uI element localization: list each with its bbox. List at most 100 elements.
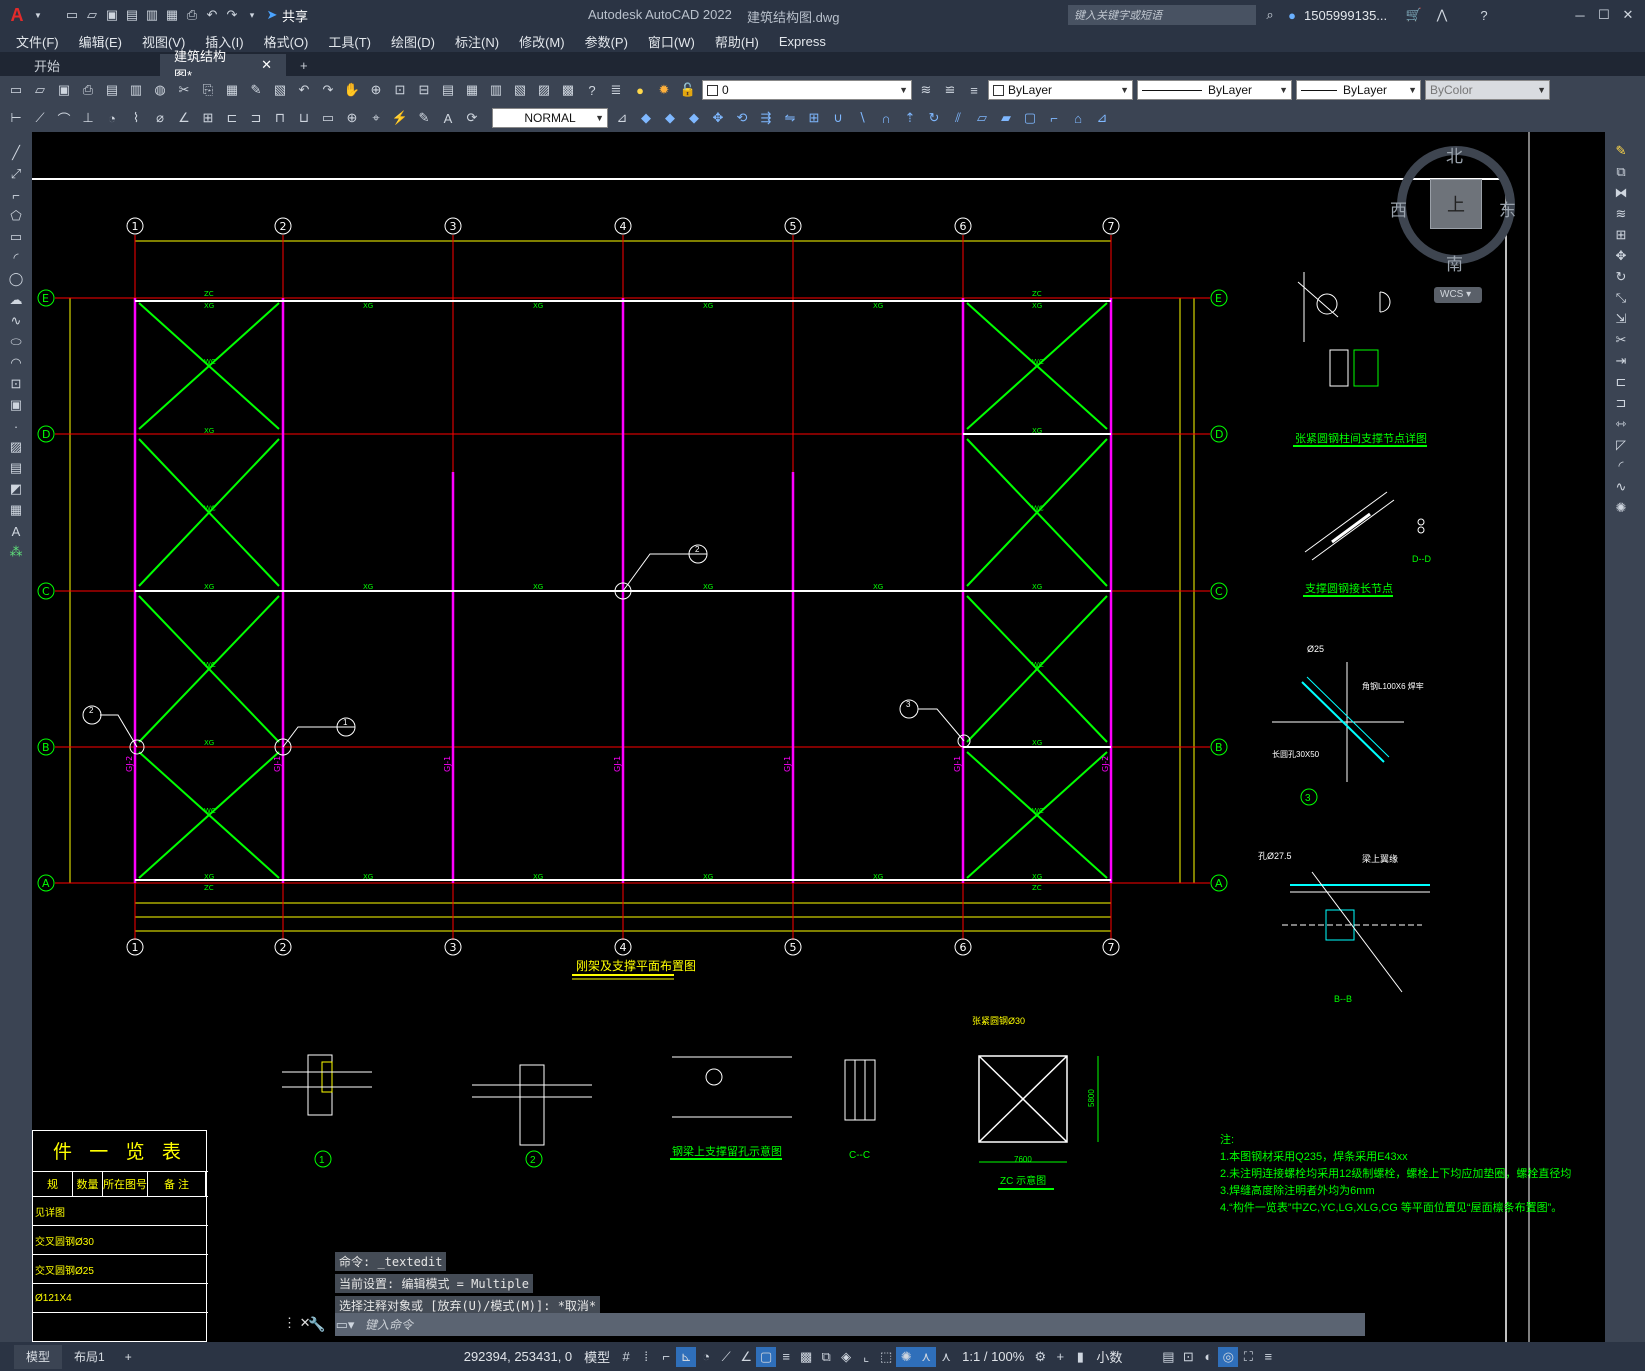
menu-item-6[interactable]: 绘图(D) [390, 34, 436, 50]
table-icon[interactable]: ▦ [9, 502, 23, 517]
fillet-icon[interactable]: ◜ [1618, 458, 1624, 473]
user-icon[interactable]: ● [1288, 7, 1296, 23]
units-icon[interactable]: ▮ [1076, 1348, 1084, 1364]
dimstyle-dropdown[interactable]: NORMAL▼ [492, 108, 608, 128]
annotation-visibility-icon[interactable]: ⋏ [916, 1346, 937, 1367]
save-web-icon[interactable]: ▦ [165, 7, 179, 22]
save2-icon[interactable]: ▣ [57, 82, 71, 97]
paste-icon[interactable]: ▦ [225, 82, 239, 97]
join-icon[interactable]: ⇿ [1615, 416, 1627, 431]
quick-properties-icon[interactable]: ▤ [1162, 1348, 1175, 1364]
share-label[interactable]: 共享 [282, 8, 309, 24]
quick-dim-icon[interactable]: ⊞ [202, 110, 214, 125]
customize-qat-icon[interactable]: ▾ [249, 9, 255, 20]
viewcube-south[interactable]: 南 [1446, 255, 1463, 274]
lock-ui-icon[interactable]: ⊡ [1182, 1348, 1194, 1364]
new-tab-button[interactable]: + [286, 54, 322, 76]
spline-icon[interactable]: ∿ [10, 313, 22, 328]
zoom-previous-icon[interactable]: ⊟ [418, 82, 430, 97]
linetype-dropdown[interactable]: ByLayer▼ [1137, 80, 1292, 100]
ellipse-icon[interactable]: ⬭ [10, 334, 22, 349]
menu-item-1[interactable]: 编辑(E) [78, 34, 122, 50]
viewcube-east[interactable]: 东 [1499, 201, 1516, 220]
a360-icon[interactable]: ⋀ [1436, 7, 1448, 22]
block-editor-icon[interactable]: ▧ [273, 82, 287, 97]
plotstyle-dropdown[interactable]: ByColor▼ [1425, 80, 1550, 100]
markup-icon[interactable]: ▨ [537, 82, 551, 97]
autocad-logo[interactable]: A [10, 4, 24, 25]
tab-active-drawing[interactable]: 建筑结构图*✕ [160, 49, 286, 83]
selection-filter-icon[interactable]: ⬚ [880, 1348, 893, 1364]
ellipse-arc-icon[interactable]: ◠ [10, 355, 22, 370]
offset-icon[interactable]: ≋ [1615, 206, 1627, 221]
ortho-icon[interactable]: ⊾ [676, 1346, 697, 1367]
calc-icon[interactable]: ▩ [561, 82, 575, 97]
cut-icon[interactable]: ✂ [178, 82, 190, 97]
dim-ordinate-icon[interactable]: ⊥ [82, 110, 94, 125]
selection-cycling-icon[interactable]: ⧉ [821, 1348, 831, 1364]
menu-item-4[interactable]: 格式(O) [263, 34, 309, 50]
point-icon[interactable]: · [13, 418, 19, 434]
command-line[interactable]: ▭▾ 键入命令 [335, 1313, 1365, 1336]
lineweight-dropdown[interactable]: ByLayer▼ [1296, 80, 1421, 100]
new-file-icon[interactable]: ▭ [65, 7, 79, 22]
snap-icon[interactable]: ⁞ [644, 1349, 648, 1364]
annotation-monitor-icon[interactable]: + [1056, 1349, 1065, 1364]
menu-item-10[interactable]: 窗口(W) [647, 34, 695, 50]
break-icon[interactable]: ⊐ [1615, 395, 1627, 410]
wcs-menu[interactable]: WCS ▾ [1434, 287, 1482, 303]
layer-previous-icon[interactable]: ≌ [944, 82, 956, 97]
arc-icon[interactable]: ◜ [13, 250, 19, 265]
pan-icon[interactable]: ✋ [343, 82, 361, 97]
search-icon[interactable]: ⌕ [1266, 7, 1274, 22]
close-window-icon[interactable]: ✕ [1622, 7, 1634, 22]
make-block-icon[interactable]: ▣ [9, 397, 23, 412]
dim-edit-icon[interactable]: ✎ [418, 110, 430, 125]
save-as-icon[interactable]: ▤ [125, 7, 139, 22]
menu-item-7[interactable]: 标注(N) [455, 34, 500, 50]
preview-icon[interactable]: ▤ [105, 82, 119, 97]
coordinates[interactable]: 292394, 253431, 0 [463, 1349, 573, 1364]
tab-layout1[interactable]: 布局1 [62, 1345, 117, 1369]
construction-line-icon[interactable]: ⤢ [10, 166, 22, 181]
otrack-icon[interactable]: ∠ [740, 1348, 752, 1364]
dim-baseline-icon[interactable]: ⊏ [226, 110, 238, 125]
3d-osnap-icon[interactable]: ◈ [841, 1348, 852, 1364]
explode-icon[interactable]: ✺ [1615, 500, 1627, 515]
clean-screen-icon[interactable]: ⛶ [1243, 1348, 1253, 1364]
viewcube-north[interactable]: 北 [1446, 147, 1463, 166]
chamfer-icon[interactable]: ◸ [1616, 437, 1626, 452]
3d-align-icon[interactable]: ⇶ [760, 110, 772, 125]
open-web-icon[interactable]: ▥ [145, 7, 159, 22]
tab-start[interactable]: 开始 [20, 54, 160, 76]
revcloud-icon[interactable]: ☁ [9, 292, 23, 307]
auto-scale-icon[interactable]: ⋏ [941, 1348, 951, 1364]
insert-block-icon[interactable]: ⊡ [10, 376, 22, 391]
center-mark-icon[interactable]: ⊕ [346, 110, 358, 125]
qnew-icon[interactable]: ▭ [9, 82, 23, 97]
match-prop-icon[interactable]: ✎ [250, 82, 262, 97]
extend-icon[interactable]: ⇥ [1615, 353, 1627, 368]
gizmo-icon[interactable]: ✺ [896, 1346, 917, 1367]
rectangle-icon[interactable]: ▭ [9, 229, 23, 244]
dynamic-ucs-icon[interactable]: ⌞ [863, 1348, 870, 1364]
tool-palettes-icon[interactable]: ▥ [489, 82, 503, 97]
layer-states-icon[interactable]: ≡ [970, 82, 978, 98]
dim-style-icon[interactable]: ⊿ [616, 110, 628, 125]
polar-icon[interactable]: ◔ [702, 1349, 711, 1364]
blend-icon[interactable]: ∿ [1615, 479, 1627, 494]
3d-move-icon[interactable]: ✥ [712, 110, 724, 125]
tab-model[interactable]: 模型 [14, 1344, 63, 1369]
design-center-icon[interactable]: ▦ [465, 82, 479, 97]
stretch-icon[interactable]: ⇲ [1615, 311, 1627, 326]
slice-icon[interactable]: ⫽ [955, 110, 961, 125]
layer-dropdown[interactable]: 0▼ [702, 80, 912, 100]
scale-icon[interactable]: ⤡ [1615, 290, 1627, 305]
dim-continue-icon[interactable]: ⊐ [250, 110, 262, 125]
command-close-icon[interactable]: ⋮ ✕ [283, 1315, 311, 1330]
rotate-icon[interactable]: ↻ [1615, 269, 1627, 284]
copy-icon[interactable]: ⎘ [202, 82, 214, 97]
break-point-icon[interactable]: ⊏ [1615, 374, 1627, 389]
grid-icon[interactable]: # [622, 1349, 630, 1364]
